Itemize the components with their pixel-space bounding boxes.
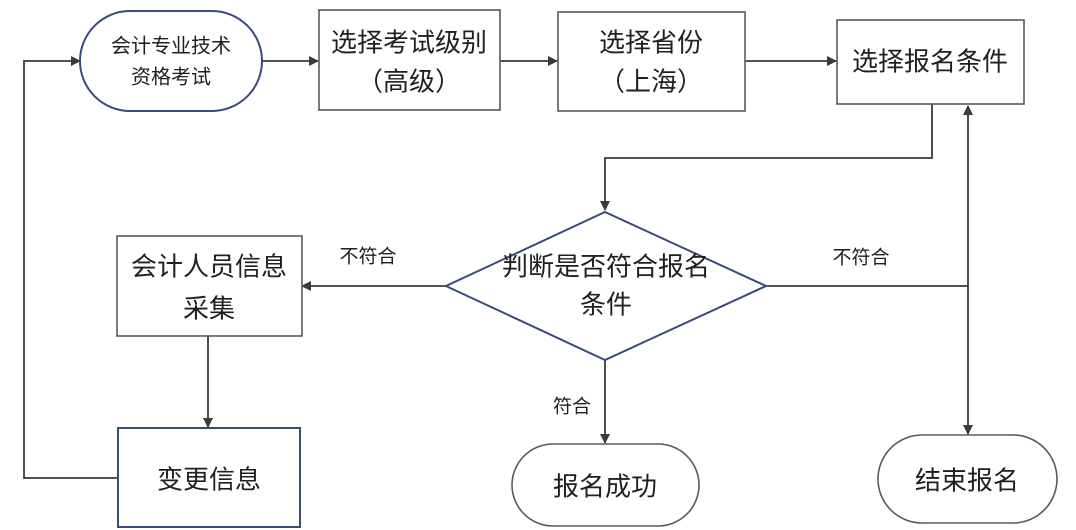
node-start: 会计专业技术 资格考试	[79, 10, 263, 112]
node-change: 变更信息	[117, 427, 301, 528]
node-decision: 判断是否符合报名 条件	[443, 210, 769, 362]
node-collect-line1: 会计人员信息	[131, 253, 287, 283]
node-success-line1: 报名成功	[553, 473, 657, 503]
node-level-line1: 选择考试级别	[331, 29, 487, 59]
node-decision-line2: 条件	[580, 291, 632, 321]
node-level-line2: （高级）	[357, 68, 461, 98]
node-end-line1: 结束报名	[915, 467, 1019, 497]
node-start-line1: 会计专业技术	[111, 34, 231, 58]
edge-label-not-match-right: 不符合	[832, 247, 889, 269]
node-province-line1: 选择省份	[599, 29, 703, 59]
edge-change-to-start	[23, 56, 118, 479]
node-start-line2: 资格考试	[131, 65, 211, 89]
node-collect: 会计人员信息 采集	[116, 235, 303, 337]
node-conditions-line1: 选择报名条件	[852, 48, 1008, 78]
node-collect-line2: 采集	[183, 295, 235, 325]
node-change-line1: 变更信息	[157, 466, 261, 496]
node-province: 选择省份 （上海）	[557, 11, 746, 112]
edges	[23, 56, 973, 479]
node-end: 结束报名	[877, 434, 1058, 524]
edge-label-not-match-left: 不符合	[339, 246, 396, 268]
edge-conditions-to-decision	[600, 104, 933, 211]
node-level: 选择考试级别 （高级）	[318, 9, 501, 111]
node-decision-line1: 判断是否符合报名	[502, 253, 710, 283]
edge-label-match: 符合	[553, 396, 591, 418]
node-success: 报名成功	[511, 443, 700, 527]
node-province-line2: （上海）	[599, 68, 703, 98]
node-conditions: 选择报名条件	[836, 19, 1025, 105]
